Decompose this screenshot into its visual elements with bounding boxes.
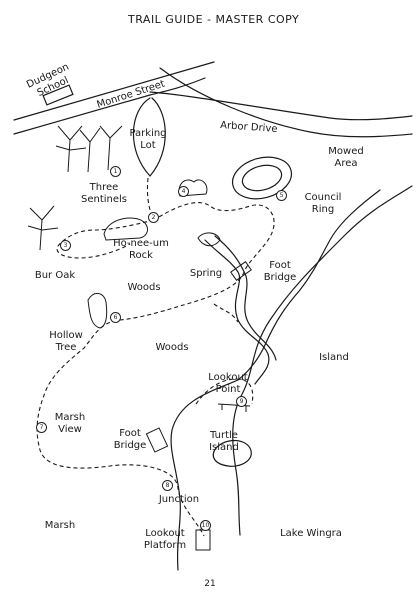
- label-council-ring-line2: Ring: [311, 204, 335, 215]
- parking-lot-outline: [132, 97, 166, 177]
- monroe-street-label: Monroe Street: [96, 78, 167, 110]
- label-mowed-area-line2: Area: [334, 158, 358, 169]
- label-foot-bridge-top-line2: Bridge: [263, 272, 297, 283]
- label-mowed-area: Mowed Area: [326, 146, 366, 170]
- label-woods-lower: Woods: [155, 342, 189, 353]
- label-island: Island: [319, 352, 349, 363]
- label-bur-oak: Bur Oak: [34, 270, 76, 281]
- stop-marker: 7: [36, 422, 47, 433]
- label-turtle-island-line1: Turtle: [210, 430, 238, 441]
- label-foot-bridge-bottom: Foot Bridge: [112, 428, 148, 452]
- stop-marker: 9: [236, 396, 247, 407]
- label-foot-bridge-bottom-line1: Foot: [119, 428, 141, 439]
- label-hollow-tree-line1: Hollow: [49, 330, 83, 341]
- stop-marker: 2: [148, 212, 159, 223]
- stream-edge: [214, 235, 277, 361]
- monroe-street-road: [13, 61, 215, 121]
- school-building: [42, 84, 74, 106]
- council-ring-inner: [241, 164, 283, 192]
- label-three-sentinels: Three Sentinels: [76, 182, 132, 206]
- shoreline-inner: [170, 189, 381, 571]
- stop-marker: 5: [276, 190, 287, 201]
- arbor-drive-road: [149, 91, 413, 121]
- label-lookout-platform-line1: Lookout: [145, 528, 185, 539]
- label-lookout-point-line2: Point: [215, 384, 241, 395]
- label-foot-bridge-top-line1: Foot: [269, 260, 291, 271]
- label-woods-upper: Woods: [127, 282, 161, 293]
- label-turtle-island: Turtle Island: [204, 430, 244, 454]
- stop-marker: 6: [110, 312, 121, 323]
- hollow-tree-icon: [87, 293, 108, 329]
- stop-marker: 10: [200, 520, 211, 531]
- stop-marker: 3: [60, 240, 71, 251]
- label-foot-bridge-top: Foot Bridge: [262, 260, 298, 284]
- label-lookout-point-line1: Lookout: [208, 372, 248, 383]
- stop-marker: 4: [178, 186, 189, 197]
- platform-icon: [195, 529, 211, 551]
- trail-segment-west: [56, 219, 155, 259]
- stop-marker: 8: [162, 480, 173, 491]
- stop-marker: 1: [110, 166, 121, 177]
- label-parking-lot-line1: Parking: [129, 128, 167, 139]
- bridge-icon: [145, 427, 169, 453]
- label-junction: Junction: [158, 494, 200, 505]
- tree-icon: [55, 125, 123, 173]
- label-hollow-tree: Hollow Tree: [44, 330, 88, 354]
- label-turtle-island-line2: Island: [209, 442, 239, 453]
- label-lookout-platform: Lookout Platform: [140, 528, 190, 552]
- trail-segment-spur: [213, 303, 239, 323]
- label-marsh: Marsh: [44, 520, 76, 531]
- turtle-island-outline: [212, 439, 252, 467]
- tree-icon: [27, 205, 59, 251]
- label-marsh-view-line2: View: [58, 424, 82, 435]
- label-marsh-view: Marsh View: [50, 412, 90, 436]
- arbor-drive-label: Arbor Drive: [220, 120, 278, 135]
- label-foot-bridge-bottom-line2: Bridge: [113, 440, 147, 451]
- council-ring-outline: [231, 156, 293, 200]
- label-lake-wingra: Lake Wingra: [280, 528, 342, 539]
- label-council-ring-line1: Council: [304, 192, 342, 203]
- trail-segment-main: [36, 177, 275, 537]
- label-three-sentinels-line1: Three: [89, 182, 119, 193]
- label-spring: Spring: [189, 268, 223, 279]
- label-hollow-tree-line2: Tree: [55, 342, 77, 353]
- label-council-ring: Council Ring: [300, 192, 346, 216]
- bridge-icon: [230, 261, 252, 281]
- page-title: TRAIL GUIDE - MASTER COPY: [128, 13, 300, 26]
- spring-icon: [197, 232, 221, 247]
- label-three-sentinels-line2: Sentinels: [80, 194, 127, 205]
- page-number: 21: [204, 579, 216, 589]
- label-parking-lot-line2: Lot: [140, 140, 156, 151]
- label-honeeum-rock: Ho-nee-um Rock: [110, 238, 172, 262]
- label-mowed-area-line1: Mowed: [328, 146, 364, 157]
- rock-icon: [103, 217, 148, 241]
- label-parking-lot: Parking Lot: [128, 128, 168, 152]
- monroe-street-road-edge: [13, 77, 206, 135]
- label-lookout-point: Lookout Point: [204, 372, 252, 396]
- label-honeeum-rock-line1: Ho-nee-um: [113, 238, 169, 249]
- label-lookout-platform-line2: Platform: [143, 540, 187, 551]
- shoreline-outer: [232, 185, 413, 536]
- arbor-drive-road-edge: [159, 67, 413, 138]
- label-marsh-view-line1: Marsh: [54, 412, 86, 423]
- label-honeeum-rock-line2: Rock: [129, 250, 153, 261]
- trail-segment-lookout: [195, 378, 254, 405]
- stream: [204, 239, 270, 385]
